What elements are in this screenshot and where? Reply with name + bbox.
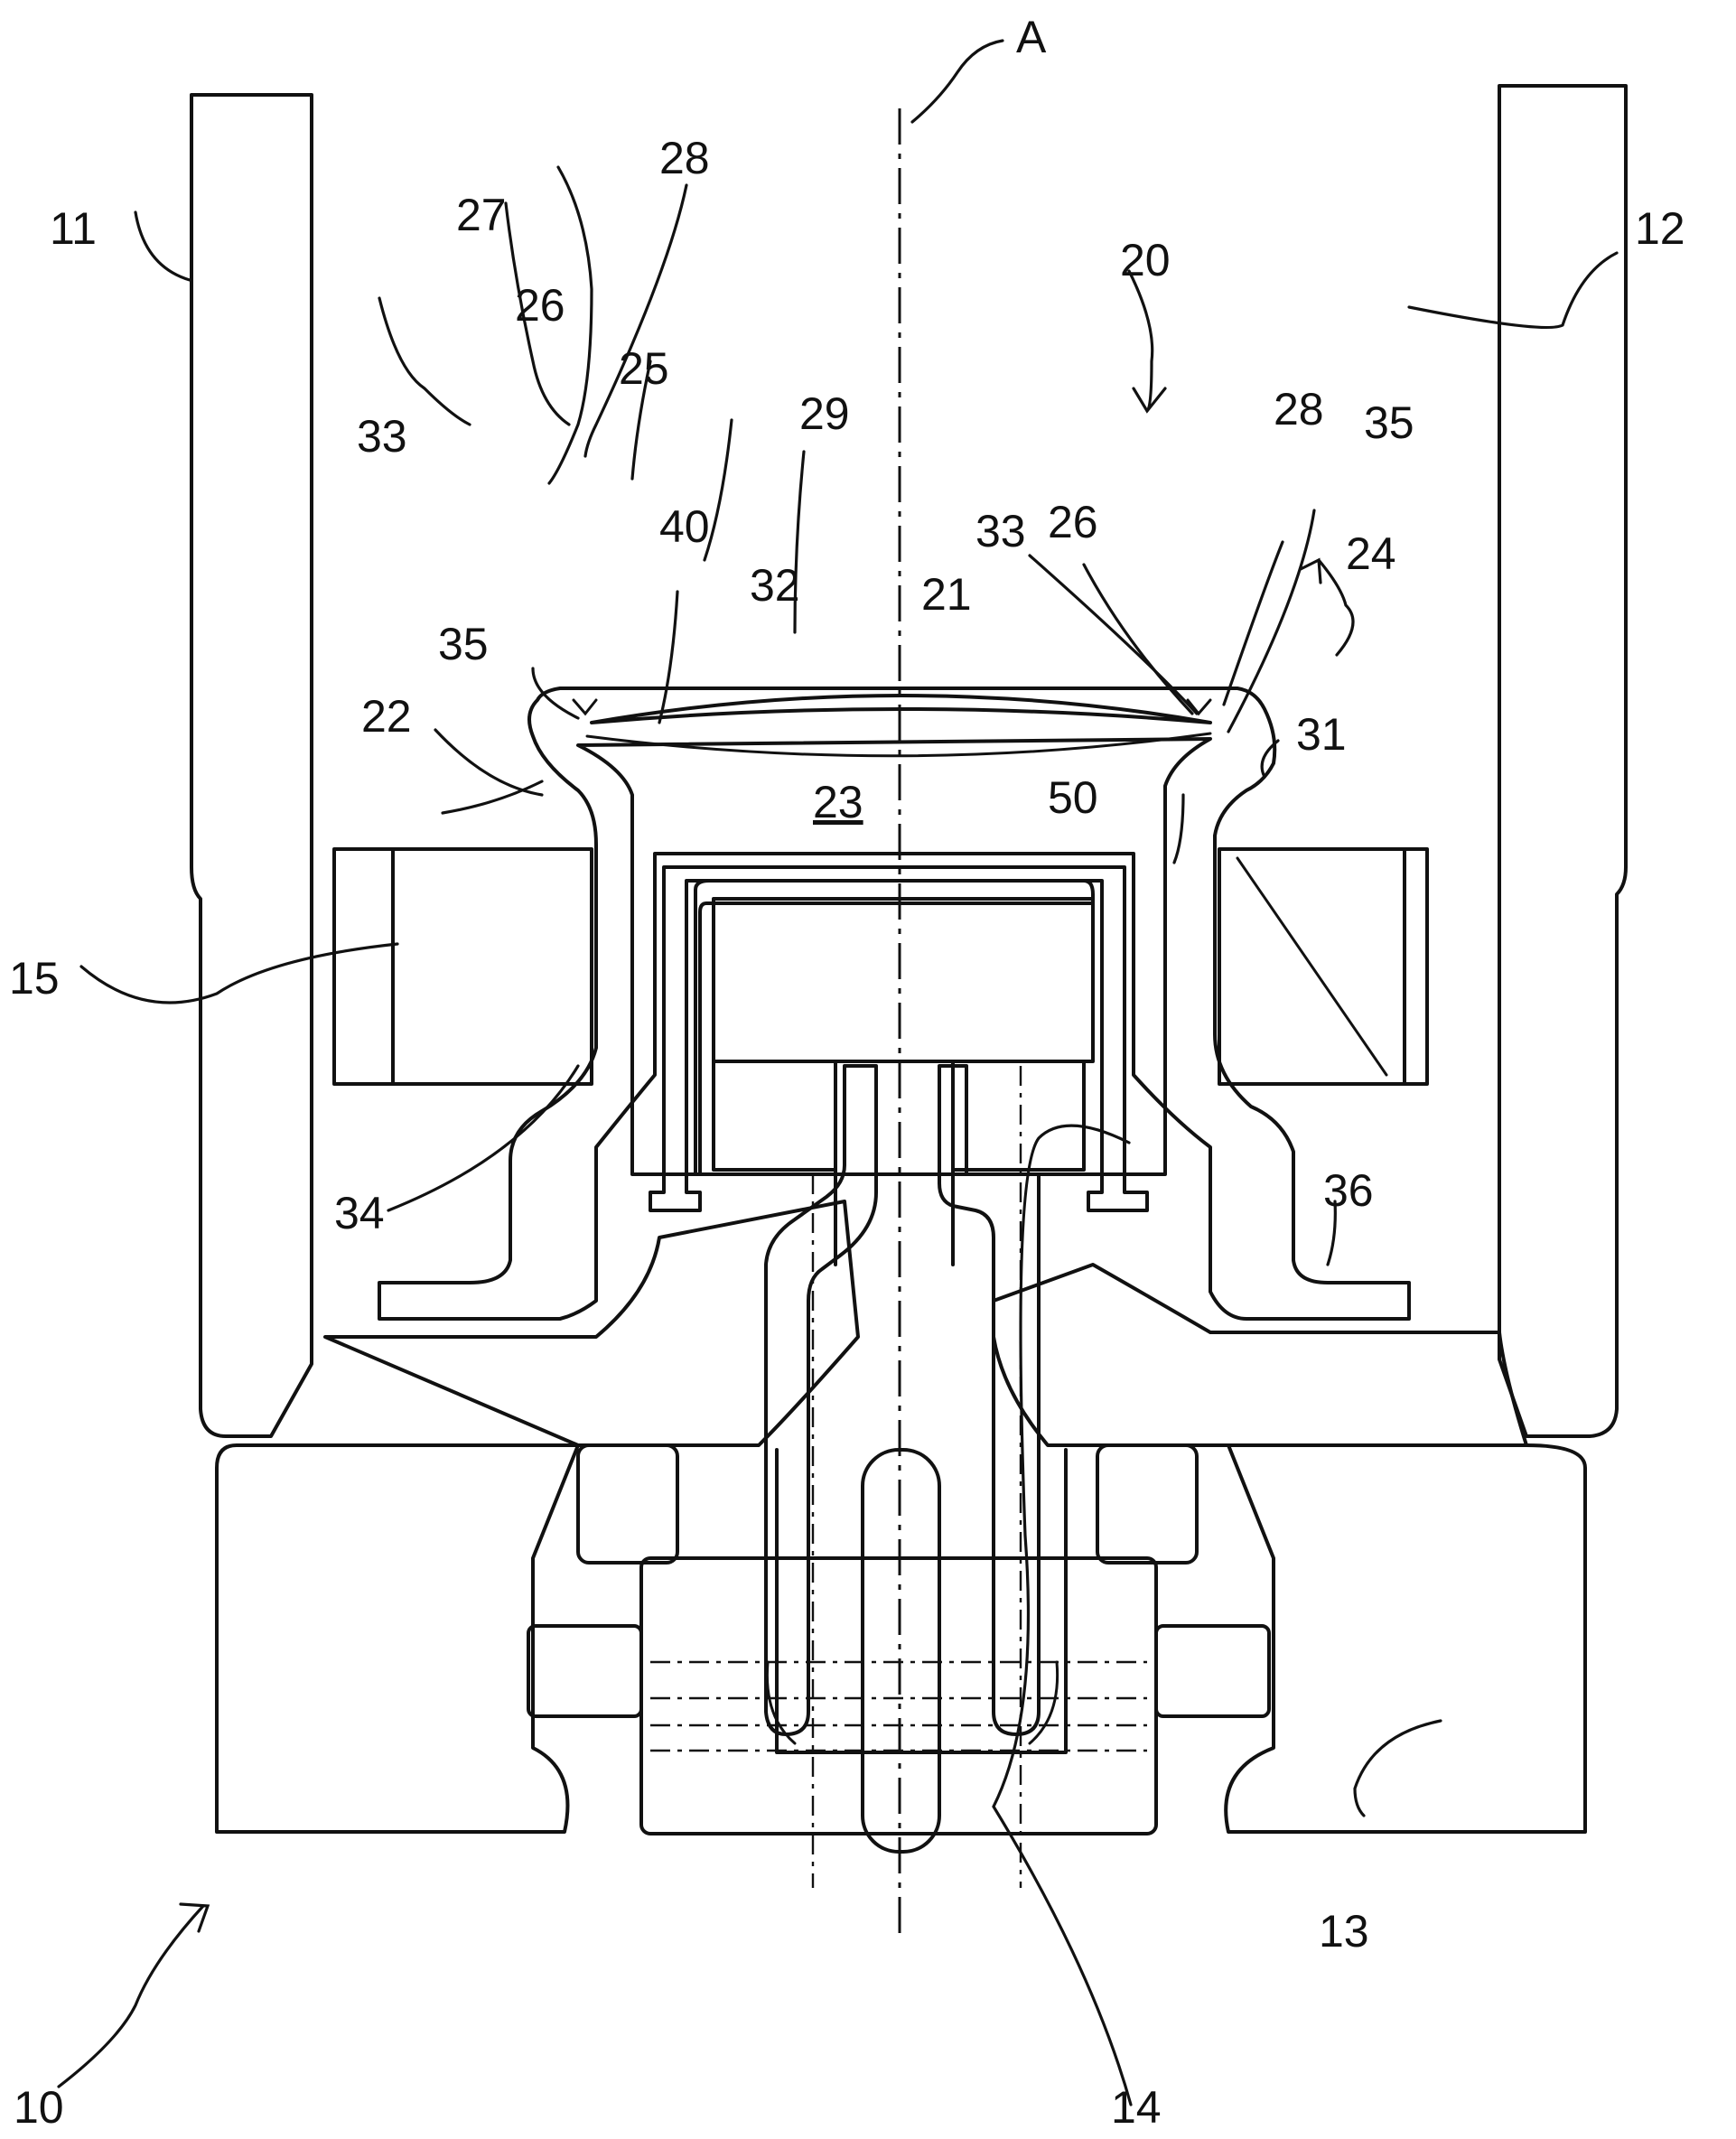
label-35a: 35 bbox=[438, 619, 489, 669]
label-33a: 33 bbox=[357, 411, 407, 462]
housing-20 bbox=[379, 688, 1409, 1319]
label-11: 11 bbox=[50, 203, 97, 254]
label-24: 24 bbox=[1346, 528, 1396, 579]
label-26a: 26 bbox=[515, 280, 565, 331]
label-36: 36 bbox=[1323, 1165, 1374, 1216]
label-21: 21 bbox=[921, 569, 972, 620]
axis-label: A bbox=[1016, 12, 1047, 62]
label-31: 31 bbox=[1296, 709, 1347, 760]
pin-left bbox=[766, 1066, 876, 1734]
label-20: 20 bbox=[1120, 235, 1171, 285]
label-29: 29 bbox=[799, 388, 850, 439]
label-26b: 26 bbox=[1048, 497, 1098, 547]
label-40: 40 bbox=[659, 501, 710, 552]
label-22: 22 bbox=[361, 691, 412, 742]
label-50: 50 bbox=[1048, 772, 1098, 823]
label-13: 13 bbox=[1319, 1906, 1369, 1957]
label-10: 10 bbox=[14, 2082, 64, 2133]
outer-wall-left bbox=[191, 95, 312, 1436]
label-25: 25 bbox=[619, 343, 669, 394]
label-35b: 35 bbox=[1364, 397, 1414, 448]
label-34: 34 bbox=[334, 1188, 385, 1238]
label-28b: 28 bbox=[1274, 384, 1324, 434]
outer-wall-right bbox=[1499, 86, 1626, 1436]
label-14: 14 bbox=[1111, 2082, 1162, 2133]
label-27: 27 bbox=[456, 190, 507, 240]
label-15: 15 bbox=[9, 953, 60, 1004]
leader-lines bbox=[59, 167, 1617, 2105]
ring-left bbox=[334, 849, 592, 1084]
label-23: 23 bbox=[813, 777, 863, 827]
axis-a bbox=[900, 41, 1003, 1933]
reference-labels: A 11 12 20 28 27 26 25 33 29 40 32 21 33… bbox=[9, 12, 1685, 2133]
label-28a: 28 bbox=[659, 133, 710, 183]
label-12: 12 bbox=[1635, 203, 1685, 254]
label-32: 32 bbox=[750, 560, 800, 611]
label-33b: 33 bbox=[975, 506, 1026, 556]
ring-right bbox=[1219, 849, 1427, 1084]
